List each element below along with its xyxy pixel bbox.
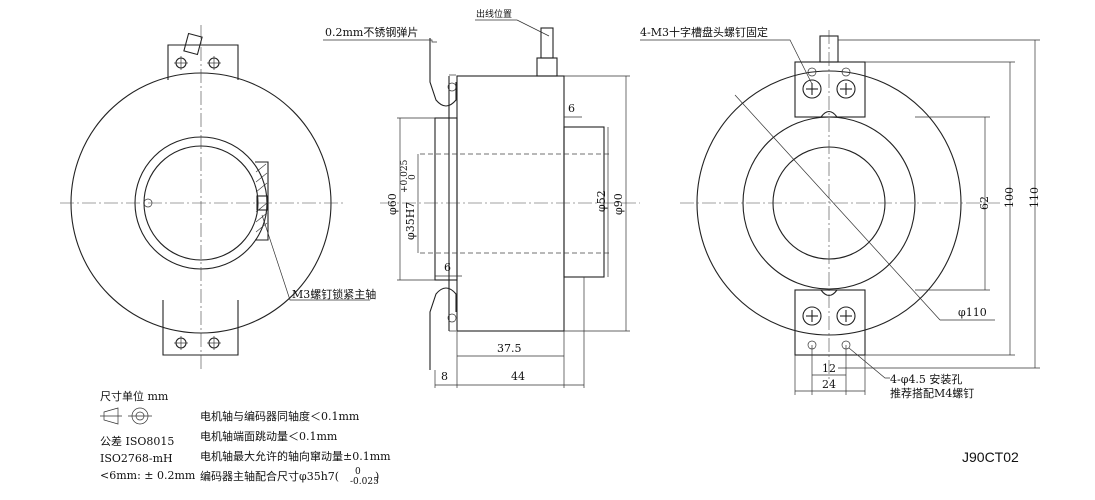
top-screws [802, 67, 856, 99]
back-horizontal-dimensions: 12 24 [794, 345, 866, 395]
middle-side-view: 出线位置 0.2mm不锈钢弹片 φ60 φ35H7 +0.025 0 φ52 φ… [323, 8, 640, 388]
vertical-dimensions: φ60 φ35H7 +0.025 0 φ52 φ90 [386, 75, 630, 332]
mount-holes-label: 4-φ4.5 安装孔 [890, 372, 962, 386]
dim-d35h7: φ35H7 [404, 202, 417, 240]
tolerance-standard: 公差 ISO8015 [100, 434, 174, 448]
dim-62: 62 [978, 196, 991, 210]
screw-fix-leader [640, 39, 813, 85]
back-vertical-dimensions: 62 100 110 [838, 39, 1041, 369]
note-line-4: 编码器主轴配合尺寸φ35h7( [200, 469, 339, 483]
model-code: J90CT02 [962, 449, 1019, 465]
general-tolerance: <6mm: ± 0.2mm [100, 469, 196, 482]
dim-d35h7-tol-lower: 0 [408, 174, 418, 180]
dim-6-bottom: 6 [444, 261, 451, 274]
spring-sheet-label: 0.2mm不锈钢弹片 [325, 25, 418, 39]
shaft-flange-left [434, 117, 458, 281]
note-line-4-upper: 0 [355, 467, 361, 477]
note-line-4-lower: -0.025 [350, 477, 379, 487]
dim-12: 12 [822, 362, 836, 375]
spring-sheet-leader [323, 39, 437, 43]
spring-sheet-top [429, 38, 457, 107]
note-line-1: 电机轴与编码器同轴度＜0.1mm [200, 409, 360, 423]
dim-d90: φ90 [612, 193, 625, 215]
projection-symbol-icon [100, 407, 152, 425]
unit-note: 尺寸单位 mm [100, 389, 169, 403]
dim-d110-diag: φ110 [958, 306, 987, 319]
bottom-mounting-tab [162, 300, 239, 356]
mount-hole-leader [848, 347, 890, 379]
dim-37-5: 37.5 [497, 342, 522, 355]
cable [540, 27, 554, 59]
lock-screw-leader [261, 214, 370, 301]
lock-screw-label: M3螺钉锁紧主轴 [292, 287, 376, 301]
dim-8: 8 [441, 370, 448, 383]
dim-110: 110 [1028, 187, 1041, 208]
left-front-view: M3螺钉锁紧主轴 [60, 25, 376, 370]
dim-d52: φ52 [595, 190, 608, 212]
iso2768-note: ISO2768-mH [100, 452, 173, 465]
cable-outlet [536, 57, 558, 77]
bottom-clamp-block [794, 289, 866, 356]
notes-block: 尺寸单位 mm 公差 ISO8015 ISO2768-mH <6mm: ± 0.… [100, 389, 391, 487]
right-back-view: 4-M3十字槽盘头螺钉固定 62 100 110 φ110 [640, 25, 1041, 400]
diagonal-centerline [734, 94, 941, 321]
dim-100: 100 [1003, 187, 1016, 208]
dim-d35h7-tol-upper: +0.025 [400, 159, 410, 193]
dim-d60: φ60 [386, 193, 399, 215]
top-mounting-tab [167, 44, 239, 80]
horizontal-dimensions: 6 6 37.5 8 44 [434, 102, 585, 388]
dim-24: 24 [822, 378, 836, 391]
note-line-4-close: ) [375, 470, 379, 483]
lock-screw-section [255, 161, 269, 241]
screw-fix-label: 4-M3十字槽盘头螺钉固定 [640, 25, 768, 39]
outlet-position-label: 出线位置 [476, 8, 512, 20]
dim-6-top: 6 [568, 102, 575, 115]
m4-screw-label: 推荐搭配M4螺钉 [890, 386, 974, 400]
side-housing [456, 75, 565, 332]
dim-44: 44 [511, 370, 525, 383]
note-line-2: 电机轴端面跳动量＜0.1mm [200, 429, 338, 443]
cable-stub [183, 32, 203, 56]
note-line-3: 电机轴最大允许的轴向窜动量±0.1mm [200, 449, 391, 463]
spring-sheet-bottom [429, 287, 457, 370]
